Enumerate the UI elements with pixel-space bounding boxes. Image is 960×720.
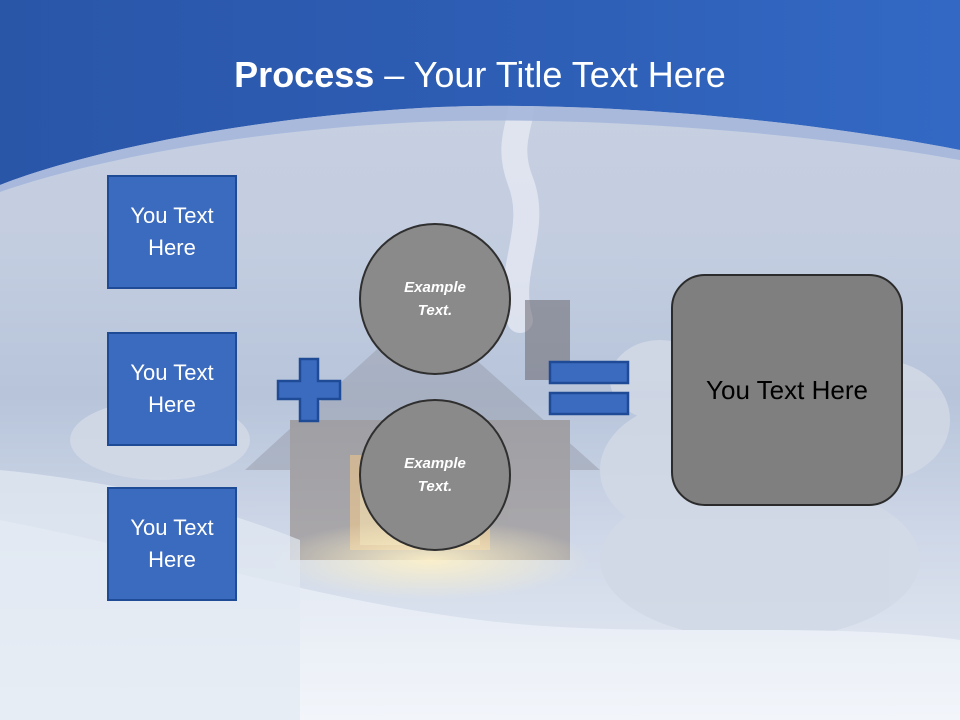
example-circle-1-label: Example Text.: [404, 279, 466, 319]
header-band: [0, 0, 960, 192]
text-box-2-label: You Text Here: [130, 360, 214, 417]
example-circle-2[interactable]: Example Text.: [359, 399, 511, 551]
text-box-2[interactable]: You Text Here: [107, 332, 237, 446]
title-bold: Process: [234, 54, 375, 95]
result-box[interactable]: You Text Here: [671, 274, 903, 506]
result-box-label: You Text Here: [706, 374, 868, 405]
slide-title: Process – Your Title Text Here: [0, 50, 960, 100]
text-box-1[interactable]: You Text Here: [107, 175, 237, 289]
title-rest: – Your Title Text Here: [374, 54, 726, 95]
text-box-3[interactable]: You Text Here: [107, 487, 237, 601]
example-circle-2-label: Example Text.: [404, 455, 466, 495]
text-box-3-label: You Text Here: [130, 515, 214, 572]
text-box-1-label: You Text Here: [130, 203, 214, 260]
plus-icon: [276, 357, 342, 423]
equals-icon: [548, 360, 630, 416]
example-circle-1[interactable]: Example Text.: [359, 223, 511, 375]
